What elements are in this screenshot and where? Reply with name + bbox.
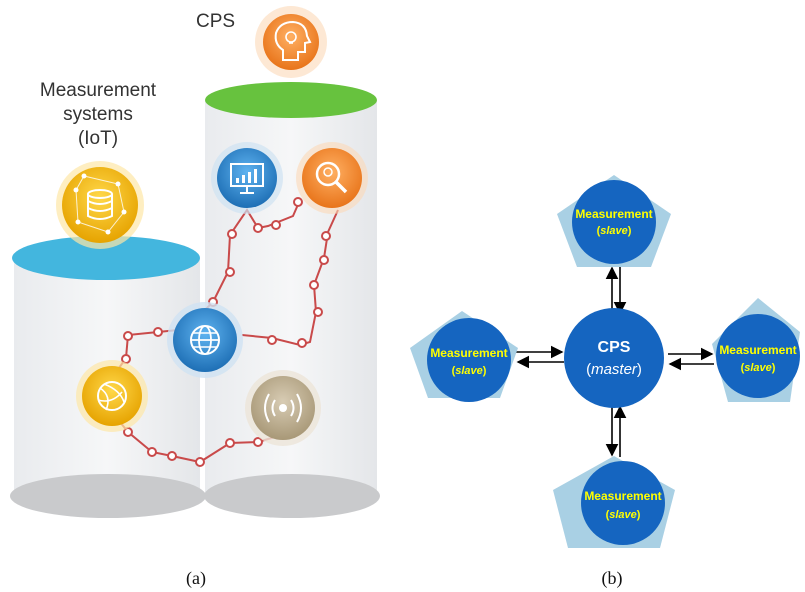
master-role: (master) xyxy=(586,361,642,378)
cps-lightbulb-head-icon xyxy=(255,6,327,78)
caption-b: (b) xyxy=(602,568,623,589)
iot-top-disc xyxy=(12,236,200,280)
slave-title: Measurement xyxy=(575,207,652,221)
slave-node-right: Measurement (slave) xyxy=(712,298,800,402)
network-globe-icon xyxy=(76,360,148,432)
slave-title: Measurement xyxy=(430,346,507,360)
measurement-label-line3: (IoT) xyxy=(78,128,118,149)
panel-b: Measurement (slave) Measurement (slave) … xyxy=(410,175,800,589)
slave-role: (slave) xyxy=(597,225,632,237)
cps-cylinder-base xyxy=(204,474,380,518)
magnifier-bulb-icon xyxy=(296,142,368,214)
slave-role: (slave) xyxy=(606,509,641,521)
monitor-chart-icon xyxy=(211,142,283,214)
cps-top-disc xyxy=(205,82,377,118)
measurement-label-line1: Measurement xyxy=(40,80,157,101)
slave-role: (slave) xyxy=(452,365,487,377)
iot-cylinder-base xyxy=(10,474,206,518)
link-arrows xyxy=(516,266,714,457)
slave-title: Measurement xyxy=(584,489,661,503)
slave-node-bottom: Measurement (slave) xyxy=(553,456,675,548)
globe-icon xyxy=(167,302,243,378)
slave-node-top: Measurement (slave) xyxy=(557,175,671,267)
iot-database-icon xyxy=(56,161,144,249)
slave-node-left: Measurement (slave) xyxy=(410,311,518,402)
cps-label: CPS xyxy=(196,11,235,32)
measurement-label-line2: systems xyxy=(63,104,133,125)
master-node: CPS (master) xyxy=(564,308,664,408)
wireless-signal-icon xyxy=(245,370,321,446)
chain-nodes xyxy=(121,197,331,467)
caption-a: (a) xyxy=(186,568,206,589)
master-title: CPS xyxy=(598,339,631,356)
slave-title: Measurement xyxy=(719,343,796,357)
panel-a: CPS Measurement systems (IoT) (a) xyxy=(10,6,380,589)
slave-role: (slave) xyxy=(741,362,776,374)
